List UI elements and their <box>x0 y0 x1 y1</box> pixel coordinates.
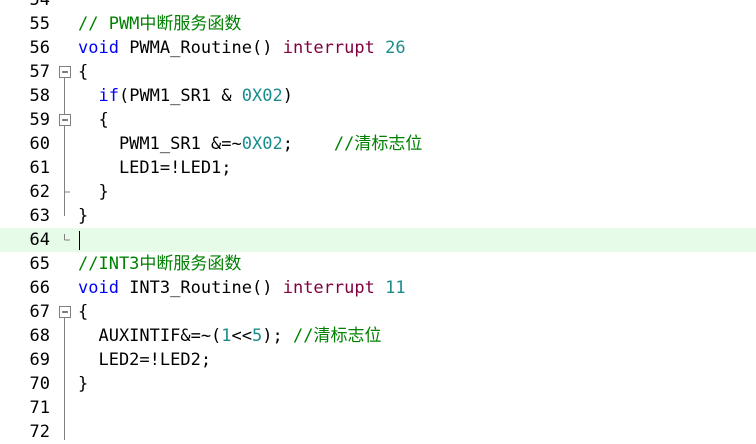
code-line[interactable]: 66 void INT3_Routine() interrupt 11 <box>0 276 756 300</box>
code-token: (PWM1_SR1 & <box>118 86 242 106</box>
code-comment: //清标志位 <box>293 326 382 346</box>
code-text: AUXINTIF&=~(1<<5); //清标志位 <box>78 324 381 348</box>
code-token: LED2=!LED2; <box>78 350 212 370</box>
code-line[interactable]: 70} <box>0 372 756 396</box>
code-token: } <box>78 182 109 202</box>
code-text: //INT3中断服务函数 <box>78 252 241 276</box>
code-text: { <box>78 300 88 324</box>
code-line[interactable]: 71 <box>0 396 756 420</box>
code-token: << <box>231 326 253 346</box>
line-number: 55 <box>29 14 50 34</box>
code-number: 0X02 <box>241 134 283 154</box>
code-token: { <box>78 62 89 82</box>
fold-rail-segment <box>64 312 65 384</box>
fold-rail-segment <box>64 384 65 440</box>
fold-toggle-icon[interactable] <box>59 306 71 318</box>
code-number: 5 <box>252 326 263 346</box>
current-line[interactable]: 64 <box>0 228 756 252</box>
line-number: 56 <box>29 38 50 58</box>
code-text: void PWMA_Routine() interrupt 26 <box>78 36 406 60</box>
code-token: ); <box>262 326 293 346</box>
code-number: 26 <box>385 38 406 58</box>
code-text: void INT3_Routine() interrupt 11 <box>78 276 406 300</box>
code-keyword: if <box>98 86 119 106</box>
line-number: 59 <box>29 110 50 130</box>
fold-end-icon <box>64 234 70 241</box>
code-token: } <box>78 206 89 226</box>
line-number: 64 <box>29 230 50 250</box>
line-number: 67 <box>29 302 50 322</box>
code-line[interactable]: 61 LED1=!LED1; <box>0 156 756 180</box>
line-number: 71 <box>29 398 50 418</box>
code-token <box>78 86 98 106</box>
code-line[interactable]: 58 if(PWM1_SR1 & 0X02) <box>0 84 756 108</box>
code-text: { <box>78 108 109 132</box>
code-comment: //清标志位 <box>333 134 423 154</box>
code-token <box>375 278 385 298</box>
text-caret <box>79 230 80 250</box>
code-token: ) <box>282 86 293 106</box>
code-token: AUXINTIF&=~( <box>78 326 222 346</box>
code-token <box>375 38 385 58</box>
code-token: } <box>78 374 89 394</box>
fold-toggle-icon[interactable] <box>59 114 71 126</box>
line-number: 54 <box>29 0 50 10</box>
line-number: 60 <box>29 134 50 154</box>
code-token: LED1=!LED1; <box>78 158 232 178</box>
line-number: 61 <box>29 158 50 178</box>
line-number: 69 <box>29 350 50 370</box>
line-number: 65 <box>29 254 50 274</box>
code-number: 1 <box>221 326 232 346</box>
code-line[interactable]: 56 void PWMA_Routine() interrupt 26 <box>0 36 756 60</box>
code-line[interactable]: 57 { <box>0 60 756 84</box>
code-line[interactable]: 69 LED2=!LED2; <box>0 348 756 372</box>
code-text: } <box>78 180 109 204</box>
code-number: 0X02 <box>241 86 283 106</box>
code-comment: //INT3中断服务函数 <box>78 254 242 274</box>
line-number: 62 <box>29 182 50 202</box>
code-token: { <box>78 110 109 130</box>
code-text: } <box>78 372 88 396</box>
line-number: 68 <box>29 326 50 346</box>
code-line[interactable]: 62 } <box>0 180 756 204</box>
line-number: 63 <box>29 206 50 226</box>
code-line[interactable]: 54 <box>0 0 756 12</box>
line-number: 72 <box>29 422 50 442</box>
fold-toggle-icon[interactable] <box>59 66 71 78</box>
code-keyword: void <box>78 278 119 298</box>
code-line[interactable]: 65 //INT3中断服务函数 <box>0 252 756 276</box>
code-text: if(PWM1_SR1 & 0X02) <box>78 84 293 108</box>
code-token: ; <box>282 134 334 154</box>
line-number: 70 <box>29 374 50 394</box>
code-line[interactable]: 68 AUXINTIF&=~(1<<5); //清标志位 <box>0 324 756 348</box>
code-number: 11 <box>385 278 406 298</box>
code-line[interactable]: 60 PWM1_SR1 &=~0X02; //清标志位 <box>0 132 756 156</box>
code-text: LED1=!LED1; <box>78 156 232 180</box>
code-token: PWMA_Routine() <box>118 38 283 58</box>
fold-rail-segment <box>64 120 65 192</box>
code-keyword: interrupt <box>282 278 375 298</box>
code-line[interactable]: 67 { <box>0 300 756 324</box>
code-keyword: interrupt <box>282 38 375 58</box>
fold-end-icon <box>64 186 70 193</box>
code-text: // PWM中断服务函数 <box>78 12 241 36</box>
code-text: } <box>78 204 88 228</box>
code-comment: // PWM中断服务函数 <box>78 14 242 34</box>
code-text <box>78 228 80 252</box>
code-line[interactable]: 59 { <box>0 108 756 132</box>
code-token: PWM1_SR1 &=~ <box>78 134 242 154</box>
code-token: { <box>78 302 89 322</box>
code-line[interactable]: 63} <box>0 204 756 228</box>
code-text: { <box>78 60 88 84</box>
code-line[interactable]: 72 <box>0 420 756 444</box>
code-token: INT3_Routine() <box>118 278 283 298</box>
code-keyword: void <box>78 38 119 58</box>
code-text: LED2=!LED2; <box>78 348 211 372</box>
code-line[interactable]: 55 // PWM中断服务函数 <box>0 12 756 36</box>
line-number: 57 <box>29 62 50 82</box>
line-number: 58 <box>29 86 50 106</box>
code-text: PWM1_SR1 &=~0X02; //清标志位 <box>78 132 422 156</box>
line-number: 66 <box>29 278 50 298</box>
